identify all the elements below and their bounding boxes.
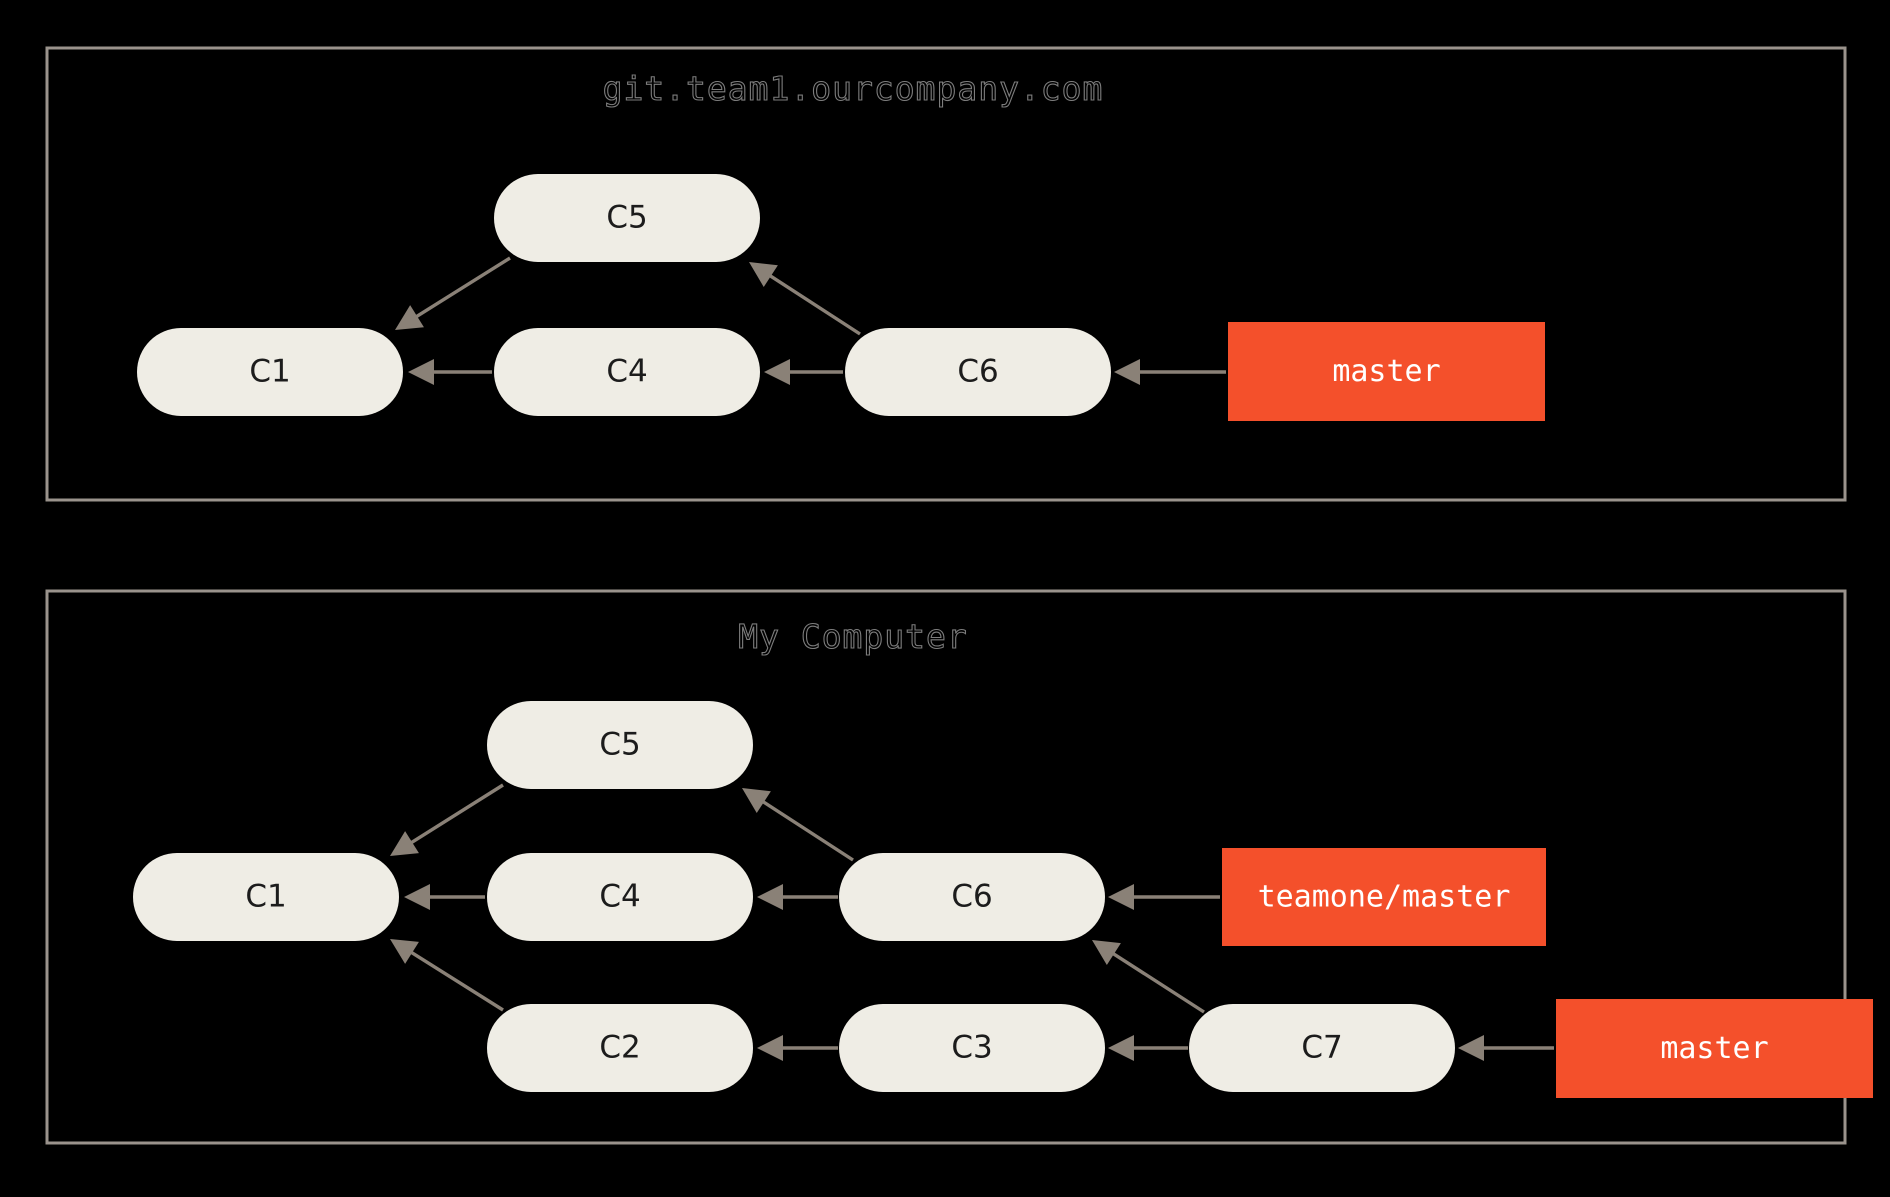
commit-shape-C2 xyxy=(487,1004,753,1092)
edge-line-C6-to-C5 xyxy=(760,799,854,862)
ref-shape-master xyxy=(1556,999,1873,1098)
edge-C5-to-C1 xyxy=(395,256,511,330)
arrowhead-C5-to-C1 xyxy=(390,831,419,856)
arrowhead-master-to-C7 xyxy=(1458,1035,1484,1061)
arrowhead-C6-to-C5 xyxy=(742,788,771,814)
ref-shape-master xyxy=(1228,322,1545,421)
arrowhead-C4-to-C1 xyxy=(408,359,434,385)
ref-box-teamone-master[interactable]: teamone/master xyxy=(1222,848,1546,946)
commit-shape-C1 xyxy=(133,853,399,941)
commit-node-C1[interactable]: C1 xyxy=(133,853,399,941)
commit-node-C7[interactable]: C7 xyxy=(1189,1004,1455,1092)
edge-master-to-C6 xyxy=(1114,359,1226,385)
commit-shape-C7 xyxy=(1189,1004,1455,1092)
commit-node-C5[interactable]: C5 xyxy=(487,701,753,789)
commit-shape-C5 xyxy=(494,174,760,262)
edge-line-C5-to-C1 xyxy=(413,256,511,320)
panel-border-local-panel xyxy=(45,589,1847,1145)
commit-shape-C6 xyxy=(845,328,1111,416)
commit-node-C6[interactable]: C6 xyxy=(845,328,1111,416)
commit-node-C1[interactable]: C1 xyxy=(137,328,403,416)
edge-line-C2-to-C1 xyxy=(408,949,504,1012)
edge-C6-to-C4 xyxy=(757,884,838,910)
commit-node-C2[interactable]: C2 xyxy=(487,1004,753,1092)
commit-node-C4[interactable]: C4 xyxy=(494,328,760,416)
edge-C2-to-C1 xyxy=(390,939,504,1012)
edge-C6-to-C5 xyxy=(742,788,854,862)
edge-C4-to-C1 xyxy=(404,884,485,910)
edges-local-panel xyxy=(390,783,1554,1061)
commit-label-C1: C1 xyxy=(249,354,290,390)
edge-C6-to-C5 xyxy=(749,262,861,336)
panel-title-local-panel: My Computer xyxy=(738,617,968,656)
commit-shape-C4 xyxy=(487,853,753,941)
panel-border-remote-panel xyxy=(45,46,1847,502)
ref-box-master[interactable]: master xyxy=(1556,999,1873,1098)
edge-master-to-C7 xyxy=(1458,1035,1554,1061)
arrowhead-C5-to-C1 xyxy=(395,305,424,330)
commit-shape-C1 xyxy=(137,328,403,416)
commit-label-C1: C1 xyxy=(245,879,286,915)
arrowhead-C2-to-C1 xyxy=(390,939,419,964)
commit-shape-C3 xyxy=(839,1004,1105,1092)
commit-shape-C6 xyxy=(839,853,1105,941)
arrowhead-C6-to-C5 xyxy=(749,262,778,288)
commit-shape-C5 xyxy=(487,701,753,789)
commit-node-C3[interactable]: C3 xyxy=(839,1004,1105,1092)
commit-label-C4: C4 xyxy=(606,354,647,390)
edge-C4-to-C1 xyxy=(408,359,492,385)
commit-label-C6: C6 xyxy=(951,879,992,915)
arrowhead-C6-to-C4 xyxy=(757,884,783,910)
commit-label-C6: C6 xyxy=(957,354,998,390)
arrowhead-C4-to-C1 xyxy=(404,884,430,910)
edge-line-C6-to-C5 xyxy=(767,273,861,336)
ref-shape-teamone-master xyxy=(1222,848,1546,946)
ref-box-master[interactable]: master xyxy=(1228,322,1545,421)
edge-C7-to-C3 xyxy=(1108,1035,1188,1061)
commit-node-C5[interactable]: C5 xyxy=(494,174,760,262)
arrowhead-C3-to-C2 xyxy=(757,1035,783,1061)
commit-node-C4[interactable]: C4 xyxy=(487,853,753,941)
commit-label-C3: C3 xyxy=(951,1030,992,1066)
arrowhead-C7-to-C3 xyxy=(1108,1035,1134,1061)
edge-line-C5-to-C1 xyxy=(408,783,504,846)
arrowhead-C7-to-C6 xyxy=(1092,940,1121,965)
ref-label-master: master xyxy=(1332,354,1440,389)
commit-label-C2: C2 xyxy=(599,1030,640,1066)
commit-label-C5: C5 xyxy=(606,200,647,236)
edge-C3-to-C2 xyxy=(757,1035,838,1061)
commit-node-C6[interactable]: C6 xyxy=(839,853,1105,941)
commit-label-C4: C4 xyxy=(599,879,640,915)
edge-C7-to-C6 xyxy=(1092,940,1205,1014)
panel-title-remote-panel: git.team1.ourcompany.com xyxy=(603,69,1104,108)
arrowhead-master-to-C6 xyxy=(1114,359,1140,385)
arrowhead-teamone-master-to-C6 xyxy=(1108,884,1134,910)
commit-shape-C4 xyxy=(494,328,760,416)
ref-label-master: master xyxy=(1660,1031,1768,1066)
edge-teamone-master-to-C6 xyxy=(1108,884,1220,910)
ref-label-teamone-master: teamone/master xyxy=(1258,880,1511,915)
commit-label-C7: C7 xyxy=(1301,1030,1342,1066)
edge-C5-to-C1 xyxy=(390,783,504,856)
edges-remote-panel xyxy=(395,256,1226,385)
edge-line-C7-to-C6 xyxy=(1110,951,1205,1014)
edge-C6-to-C4 xyxy=(764,359,843,385)
arrowhead-C6-to-C4 xyxy=(764,359,790,385)
commit-label-C5: C5 xyxy=(599,727,640,763)
